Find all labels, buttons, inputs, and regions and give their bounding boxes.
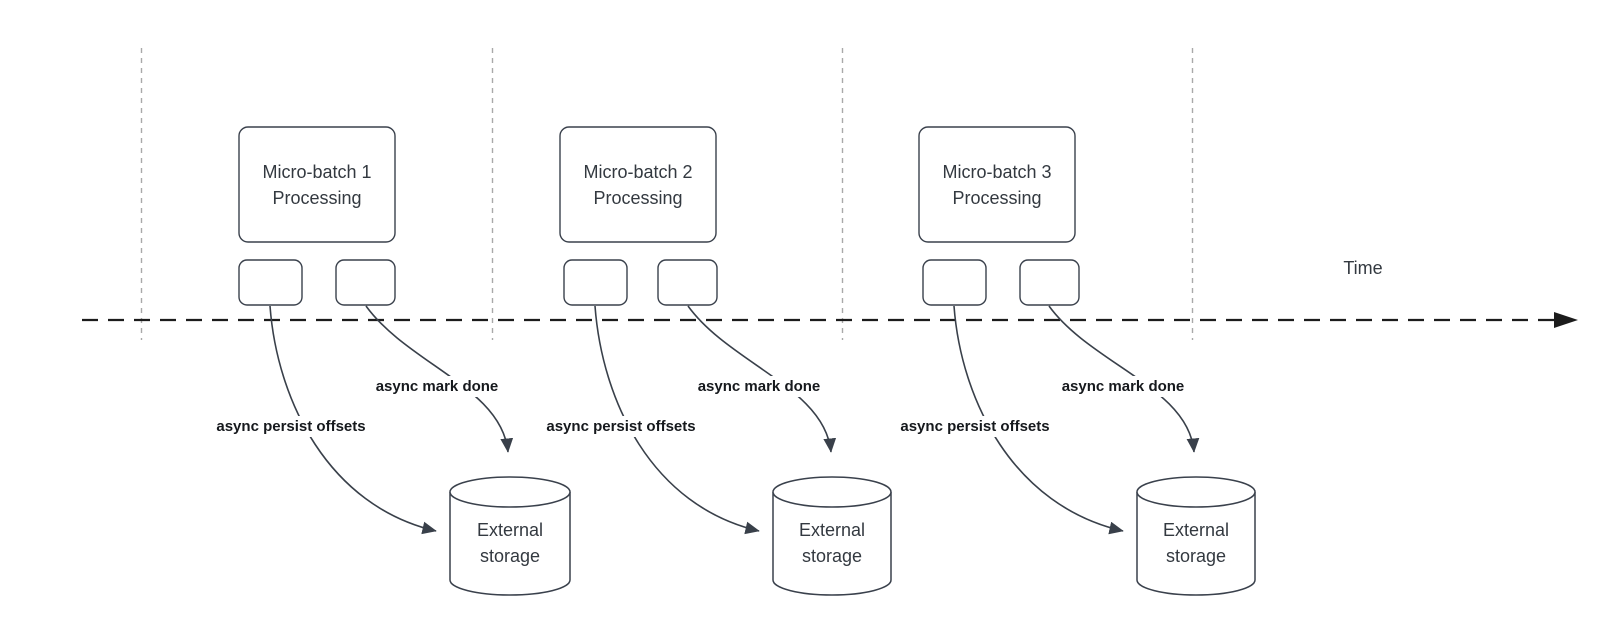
- micro-batch-3-offsets-task-box: [922, 259, 987, 306]
- micro-batch-1-box: [238, 126, 396, 243]
- mark-done-label-3: async mark done: [1051, 376, 1195, 397]
- persist-offsets-label-1: async persist offsets: [203, 416, 379, 437]
- micro-batch-2-title-line1: Micro-batch 2: [583, 161, 693, 182]
- external-storage-title-3: External storage: [1137, 505, 1255, 581]
- micro-batch-1-offsets-task-box: [238, 259, 303, 306]
- storage-cylinder-3: [1136, 476, 1256, 596]
- micro-batch-1-persist-offsets-arrow: [269, 305, 437, 535]
- micro-batch-1-mark-done-task-box: [335, 259, 396, 306]
- time-axis-arrowhead-icon: [1554, 312, 1578, 328]
- micro-batch-1-title-line2: Processing: [272, 187, 362, 208]
- micro-batch-1-title-line1: Micro-batch 1: [262, 161, 372, 182]
- mark-done-label-1: async mark done: [365, 376, 509, 397]
- micro-batch-2-title-line2: Processing: [593, 187, 683, 208]
- micro-batch-3-title-line1: Micro-batch 3: [942, 161, 1052, 182]
- micro-batch-2-mark-done-task-box: [657, 259, 718, 306]
- micro-batch-2-persist-offsets-arrow: [594, 305, 760, 535]
- storage-cylinder-1: [449, 476, 571, 596]
- external-storage-3-line2: storage: [1165, 546, 1227, 566]
- micro-batch-3-persist-offsets-arrow: [953, 305, 1124, 535]
- external-storage-2-line1: External: [798, 520, 866, 540]
- storage-cylinder-2: [772, 476, 892, 596]
- time-axis-label: Time: [1343, 257, 1383, 278]
- mark-done-label-2: async mark done: [687, 376, 831, 397]
- persist-offsets-label-2: async persist offsets: [533, 416, 709, 437]
- external-storage-title-1: External storage: [450, 505, 570, 581]
- external-storage-2-line2: storage: [801, 546, 863, 566]
- external-storage-1-line1: External: [476, 520, 544, 540]
- micro-batch-2-offsets-task-box: [563, 259, 628, 306]
- micro-batch-2-title: Micro-batch 2 Processing: [560, 127, 716, 242]
- micro-batch-3-mark-done-task-box: [1019, 259, 1080, 306]
- micro-batch-1-title: Micro-batch 1 Processing: [239, 127, 395, 242]
- micro-batch-3-title-line2: Processing: [952, 187, 1042, 208]
- external-storage-title-2: External storage: [773, 505, 891, 581]
- micro-batch-3-box: [918, 126, 1076, 243]
- persist-offsets-label-3: async persist offsets: [887, 416, 1063, 437]
- micro-batch-3-title: Micro-batch 3 Processing: [919, 127, 1075, 242]
- external-storage-3-line1: External: [1162, 520, 1230, 540]
- micro-batch-2-box: [559, 126, 717, 243]
- external-storage-1-line2: storage: [479, 546, 541, 566]
